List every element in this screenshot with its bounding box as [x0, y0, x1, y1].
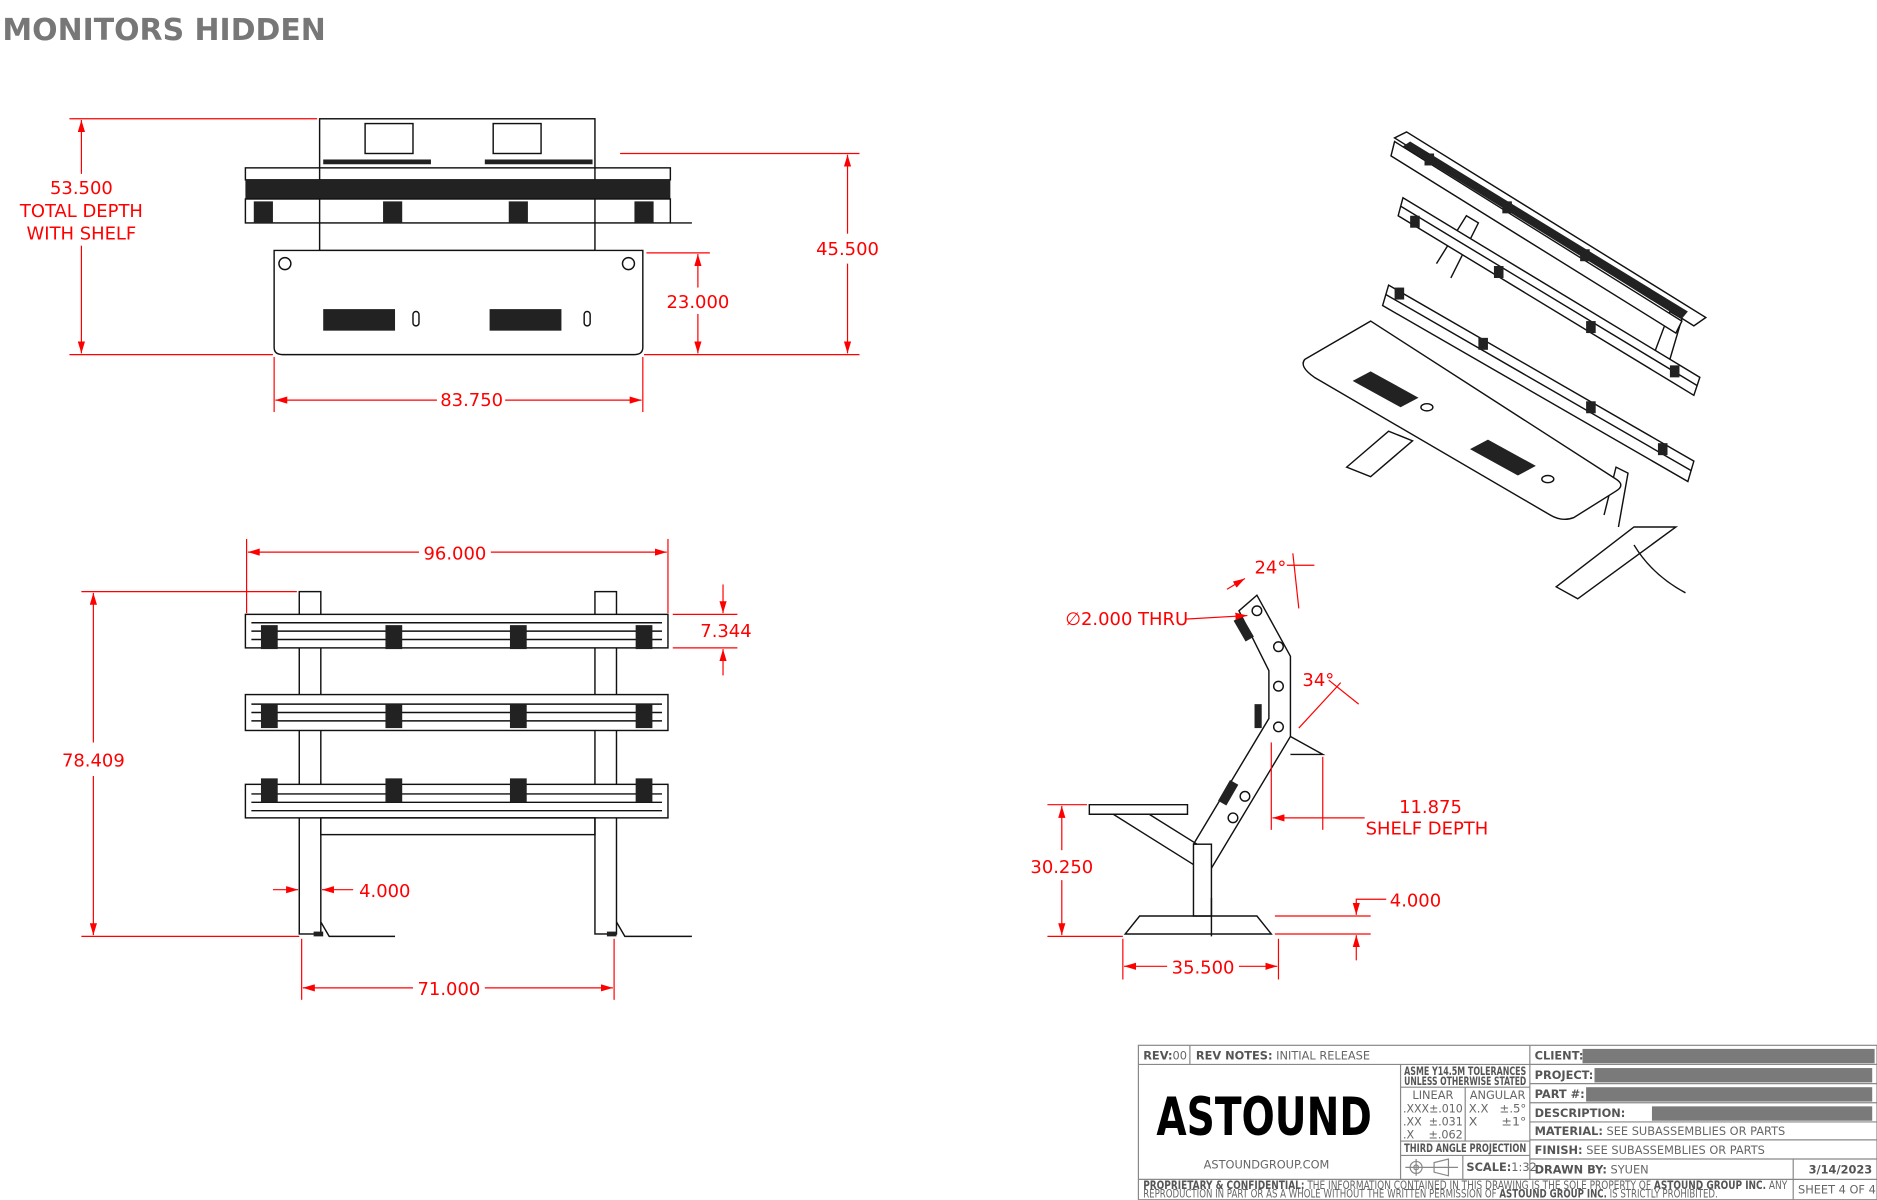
projection-label: THIRD ANGLE PROJECTION	[1404, 1141, 1526, 1155]
website: ASTOUNDGROUP.COM	[1204, 1158, 1330, 1172]
material-label: MATERIAL:	[1535, 1124, 1603, 1138]
side-view-dimensions: 24° ∅2.000 THRU 34° 11.875 SHELF DEPTH 3…	[1030, 553, 1489, 980]
redacted-description	[1651, 1106, 1873, 1121]
scale-value: 1:32	[1511, 1160, 1537, 1174]
dim-total-depth-note: TOTAL DEPTH	[19, 201, 143, 222]
drawing-date: 3/14/2023	[1809, 1162, 1873, 1176]
rev-label: REV:	[1143, 1049, 1172, 1063]
rev-value: 00	[1173, 1049, 1187, 1063]
company-name: ASTOUND GROUP INC.	[1499, 1186, 1606, 1200]
dim-leg-spacing: 71.000	[418, 979, 481, 1000]
tolerance-title: ASME Y14.5M TOLERANCES	[1404, 1064, 1526, 1078]
scale-label: SCALE:	[1466, 1160, 1511, 1174]
angular-label: ANGULAR	[1470, 1088, 1526, 1102]
front-view-dimensions: 96.000 78.409 7.344 4.000 71.000	[62, 538, 752, 1000]
third-angle-projection-icon	[1405, 1158, 1459, 1177]
dim-shelf-depth: 11.875	[1399, 797, 1462, 818]
proprietary-label: PROPRIETARY & CONFIDENTIAL:	[1143, 1178, 1304, 1192]
dim-angle-top: 24°	[1255, 558, 1287, 579]
rev-notes: INITIAL RELEASE	[1276, 1049, 1370, 1063]
linear-tol: .XXX±.010	[1403, 1101, 1463, 1115]
project-label: PROJECT:	[1535, 1068, 1594, 1082]
proprietary-text: ANY	[1769, 1178, 1787, 1192]
svg-text:REPRODUCTION IN PART OR AS A W: REPRODUCTION IN PART OR AS A WHOLE WITHO…	[1143, 1186, 1718, 1200]
finish-value: SEE SUBASSEMBLIES OR PARTS	[1586, 1143, 1765, 1157]
tolerance-subtitle: UNLESS OTHERWISE STATED	[1404, 1074, 1526, 1088]
linear-label: LINEAR	[1412, 1088, 1453, 1102]
proprietary-text: REPRODUCTION IN PART OR AS A WHOLE WITHO…	[1143, 1186, 1496, 1200]
drawn-by-label: DRAWN BY:	[1535, 1162, 1607, 1176]
isometric-view	[1302, 131, 1708, 600]
dim-overall-height: 78.409	[62, 750, 125, 771]
company-name: ASTOUND GROUP INC.	[1654, 1178, 1766, 1192]
astound-logo: ASTOUND	[1156, 1087, 1371, 1148]
material-value: SEE SUBASSEMBLIES OR PARTS	[1607, 1124, 1786, 1138]
side-view	[1088, 594, 1326, 937]
redacted-part	[1586, 1087, 1873, 1102]
dim-desk-width: 83.750	[440, 390, 503, 411]
angular-tol: X.X ±.5°	[1469, 1101, 1526, 1115]
dim-hole: ∅2.000 THRU	[1065, 609, 1188, 630]
finish-label: FINISH:	[1535, 1143, 1583, 1157]
svg-text:PROPRIETARY & CONFIDENTIAL: TH: PROPRIETARY & CONFIDENTIAL: THE INFORMAT…	[1143, 1178, 1787, 1192]
dim-shelf-depth-label: SHELF DEPTH	[1366, 819, 1489, 840]
proprietary-text: IS STRICTLY PROHIBITED.	[1610, 1186, 1718, 1200]
rev-notes-label: REV NOTES:	[1196, 1049, 1273, 1063]
dim-total-depth-note: WITH SHELF	[27, 224, 137, 245]
redacted-client	[1582, 1048, 1875, 1064]
dim-height: 45.500	[816, 239, 879, 260]
svg-text:REV:00: REV:00	[1143, 1049, 1187, 1063]
dim-total-depth: 53.500	[50, 178, 113, 199]
drawn-by-value: SYUEN	[1611, 1162, 1649, 1176]
proprietary-text: THE INFORMATION CONTAINED IN THIS DRAWIN…	[1307, 1178, 1651, 1192]
dim-rail-height: 7.344	[700, 621, 751, 642]
dim-overall-width: 96.000	[424, 543, 487, 564]
part-label: PART #:	[1535, 1087, 1585, 1101]
dim-base-depth: 35.500	[1172, 957, 1235, 978]
dim-desk-height: 30.250	[1030, 857, 1093, 878]
svg-text:DRAWN BY: SYUEN: DRAWN BY: SYUEN	[1535, 1162, 1649, 1176]
linear-tol: .X ±.062	[1403, 1128, 1463, 1142]
svg-text:REV NOTES: INITIAL RELEASE: REV NOTES: INITIAL RELEASE	[1196, 1049, 1370, 1063]
linear-tol: .XX ±.031	[1403, 1115, 1463, 1129]
svg-text:FINISH: SEE SUBASSEMBLIES OR P: FINISH: SEE SUBASSEMBLIES OR PARTS	[1535, 1143, 1765, 1157]
redacted-project	[1594, 1068, 1873, 1083]
sheet-title: MONITORS HIDDEN	[2, 13, 325, 48]
top-view	[244, 118, 692, 356]
angular-tol: X ±1°	[1469, 1115, 1526, 1129]
front-view	[244, 590, 692, 938]
dim-base-height: 4.000	[1390, 890, 1441, 911]
svg-text:MATERIAL: SEE SUBASSEMBLIES OR: MATERIAL: SEE SUBASSEMBLIES OR PARTS	[1535, 1124, 1786, 1138]
dim-angle-mid: 34°	[1302, 670, 1334, 691]
top-view-dimensions: 53.500 TOTAL DEPTH WITH SHELF 45.500 23.…	[19, 118, 879, 413]
svg-text:SCALE:1:32: SCALE:1:32	[1466, 1160, 1536, 1174]
sheet-number: SHEET 4 OF 4	[1798, 1183, 1876, 1197]
dim-desk-depth: 23.000	[667, 292, 730, 313]
description-label: DESCRIPTION:	[1535, 1106, 1626, 1120]
client-label: CLIENT:	[1535, 1049, 1584, 1063]
dim-leg-width: 4.000	[359, 881, 410, 902]
title-block: REV:00 REV NOTES: INITIAL RELEASE ASTOUN…	[1137, 1044, 1877, 1200]
